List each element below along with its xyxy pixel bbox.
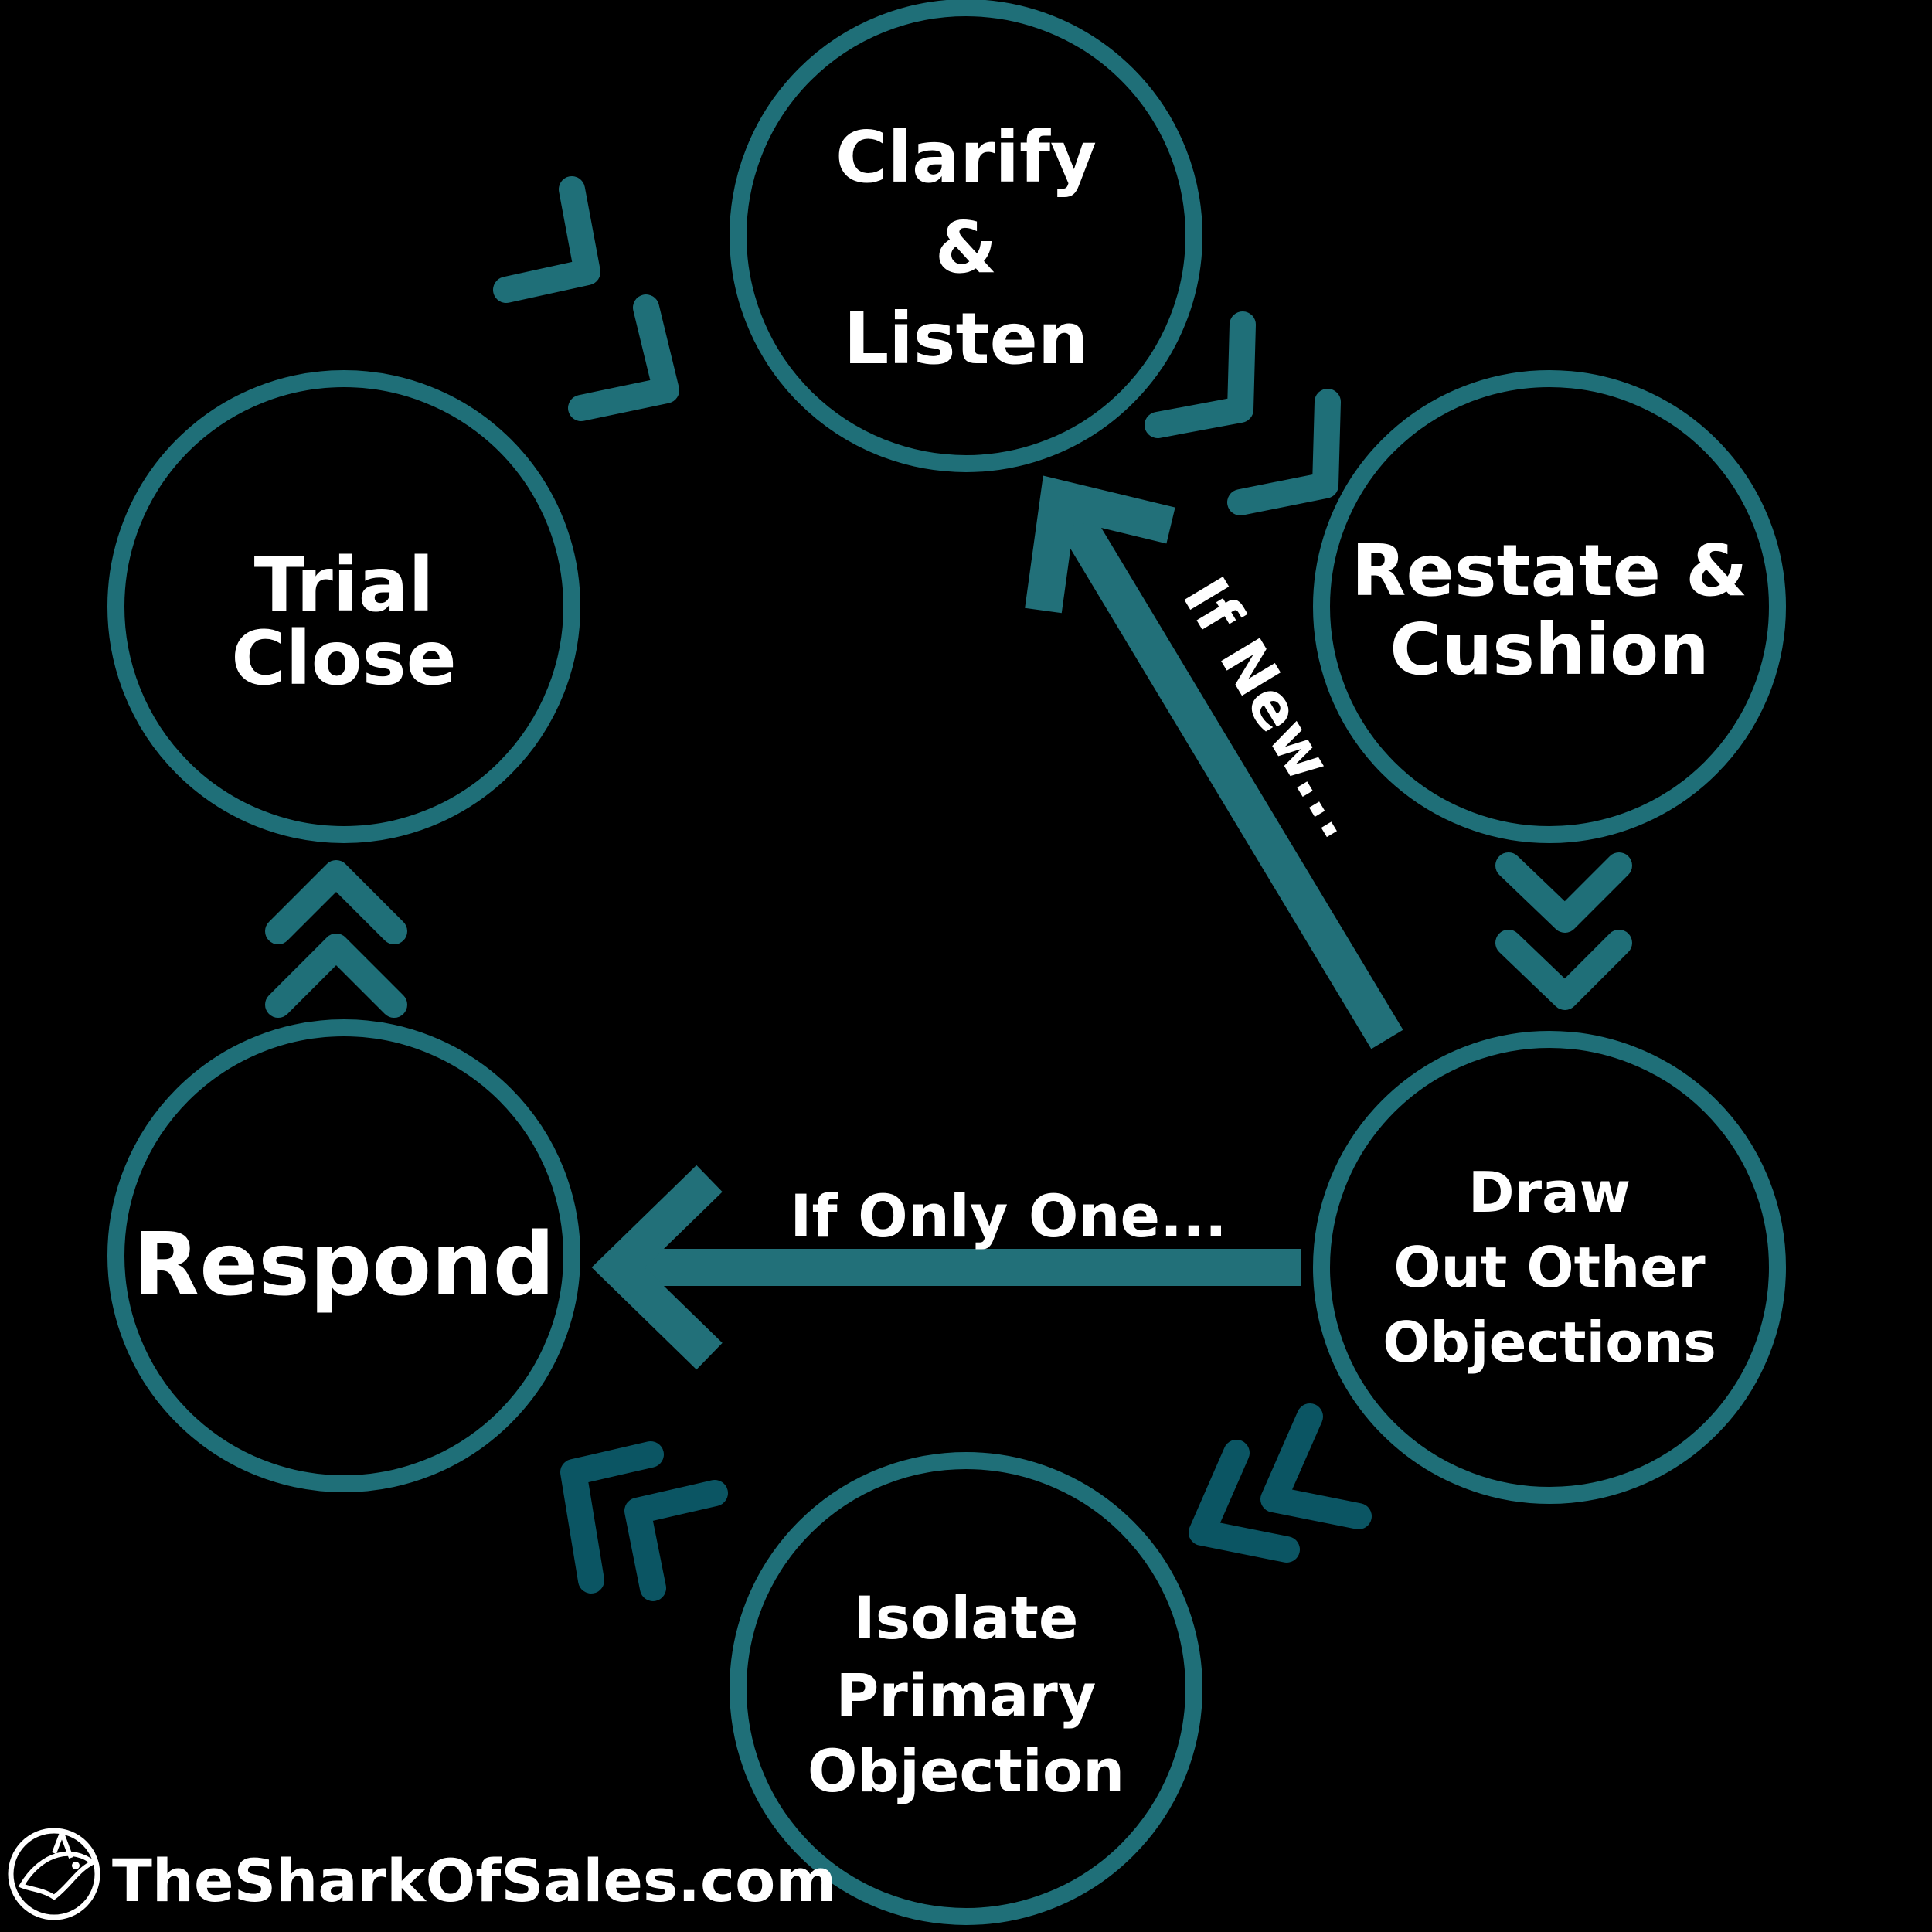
arrow-if-only-one-icon [591, 1165, 1301, 1370]
node-isolate-line-3: Objection [808, 1736, 1124, 1805]
node-clarify-line-2: & [935, 206, 997, 289]
node-isolate-label: Isolate Primary Objection [808, 1583, 1124, 1805]
shark-logo-icon [8, 1828, 100, 1920]
node-clarify-circle [730, 0, 1202, 472]
node-trial-close-line-2: Close [231, 615, 457, 702]
node-restate-line-2: Cushion [1389, 608, 1709, 691]
node-draw-out-circle [1313, 1031, 1786, 1504]
node-trial-close-label: Trial Close [231, 542, 457, 702]
chevron-respond-to-trial-icon [265, 860, 407, 1018]
node-draw-out-line-2: Out Other [1393, 1235, 1706, 1300]
chevron-clarify-to-restate-icon [1145, 311, 1341, 515]
node-isolate-circle [730, 1452, 1202, 1925]
node-clarify-line-3: Listen [844, 298, 1089, 380]
node-trial-close-circle [107, 370, 580, 843]
arrow-label-if-only-one: If Only One... [790, 1182, 1226, 1250]
node-restate-circle [1313, 370, 1786, 843]
chevron-isolate-to-respond-icon [560, 1441, 728, 1601]
node-clarify-line-1: Clarify [835, 116, 1097, 199]
node-respond-label: Respond [133, 1215, 555, 1315]
arrow-if-new-icon [1025, 475, 1403, 1049]
node-restate-line-1: Restate & [1352, 529, 1748, 612]
node-draw-out-label: Draw Out Other Objections [1383, 1160, 1716, 1375]
node-clarify-label: Clarify & Listen [835, 116, 1097, 380]
node-respond-circle [107, 1019, 580, 1492]
chevron-trial-to-clarify-icon [493, 176, 679, 421]
footer-brand-text: TheSharkOfSales.com [112, 1846, 837, 1915]
node-restate-label: Restate & Cushion [1352, 529, 1748, 691]
node-isolate-line-1: Isolate [854, 1583, 1079, 1652]
node-respond-line-1: Respond [133, 1215, 555, 1315]
chevron-draw-out-to-isolate-icon [1189, 1403, 1372, 1563]
node-draw-out-line-3: Objections [1383, 1310, 1716, 1375]
chevron-restate-to-draw-out-icon [1495, 852, 1632, 1010]
node-isolate-line-2: Primary [836, 1661, 1097, 1730]
node-trial-close-line-1: Trial [254, 542, 434, 628]
node-draw-out-line-1: Draw [1468, 1160, 1631, 1225]
